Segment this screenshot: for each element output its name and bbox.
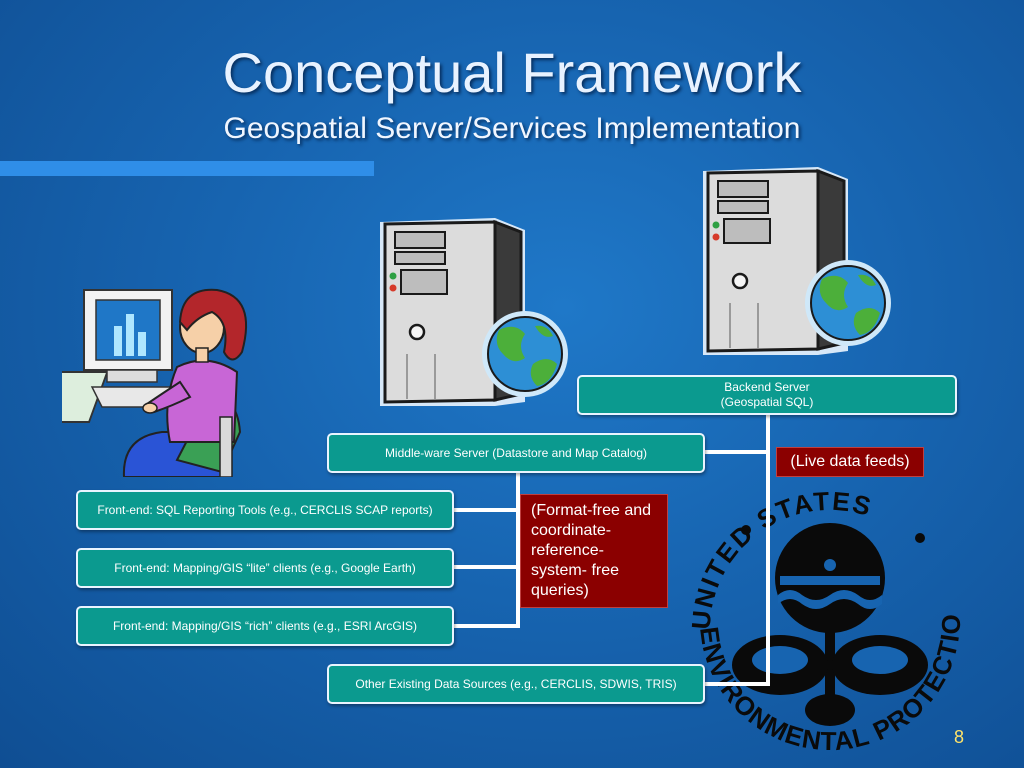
backend-server-label: Backend Server — [724, 380, 810, 394]
frontend-rich-box: Front-end: Mapping/GIS “rich” clients (e… — [76, 606, 454, 646]
connector-other-backend — [704, 682, 770, 686]
connector-frontend-sql — [453, 508, 520, 512]
slide-title: Conceptual Framework — [222, 41, 802, 104]
frontend-sql-box: Front-end: SQL Reporting Tools (e.g., CE… — [76, 490, 454, 530]
person-at-computer-icon — [62, 288, 248, 477]
slide-subtitle: Geospatial Server/Services Implementatio… — [223, 112, 801, 145]
frontend-lite-box: Front-end: Mapping/GIS “lite” clients (e… — [76, 548, 454, 588]
connector-middleware-backend — [704, 450, 770, 454]
format-free-note: (Format-free and coordinate-reference-sy… — [520, 494, 668, 608]
backend-server-box: Backend Server (Geospatial SQL) — [577, 375, 957, 415]
page-number: 8 — [953, 727, 964, 747]
connector-backend-vertical — [766, 413, 770, 686]
connector-frontend-rich — [453, 624, 520, 628]
title-accent-bar — [0, 161, 374, 176]
connector-frontend-lite — [453, 565, 520, 569]
server-globe-icon — [703, 167, 891, 355]
connector-middleware-vertical — [516, 470, 520, 628]
backend-server-sublabel: (Geospatial SQL) — [720, 395, 814, 409]
live-feeds-note: (Live data feeds) — [776, 447, 924, 477]
other-sources-box: Other Existing Data Sources (e.g., CERCL… — [327, 664, 705, 704]
server-globe-icon — [380, 218, 568, 406]
middleware-server-box: Middle-ware Server (Datastore and Map Ca… — [327, 433, 705, 473]
epa-seal-icon: UNITED STATES ENVIRONMENTAL PROTECTION A… — [670, 470, 965, 756]
